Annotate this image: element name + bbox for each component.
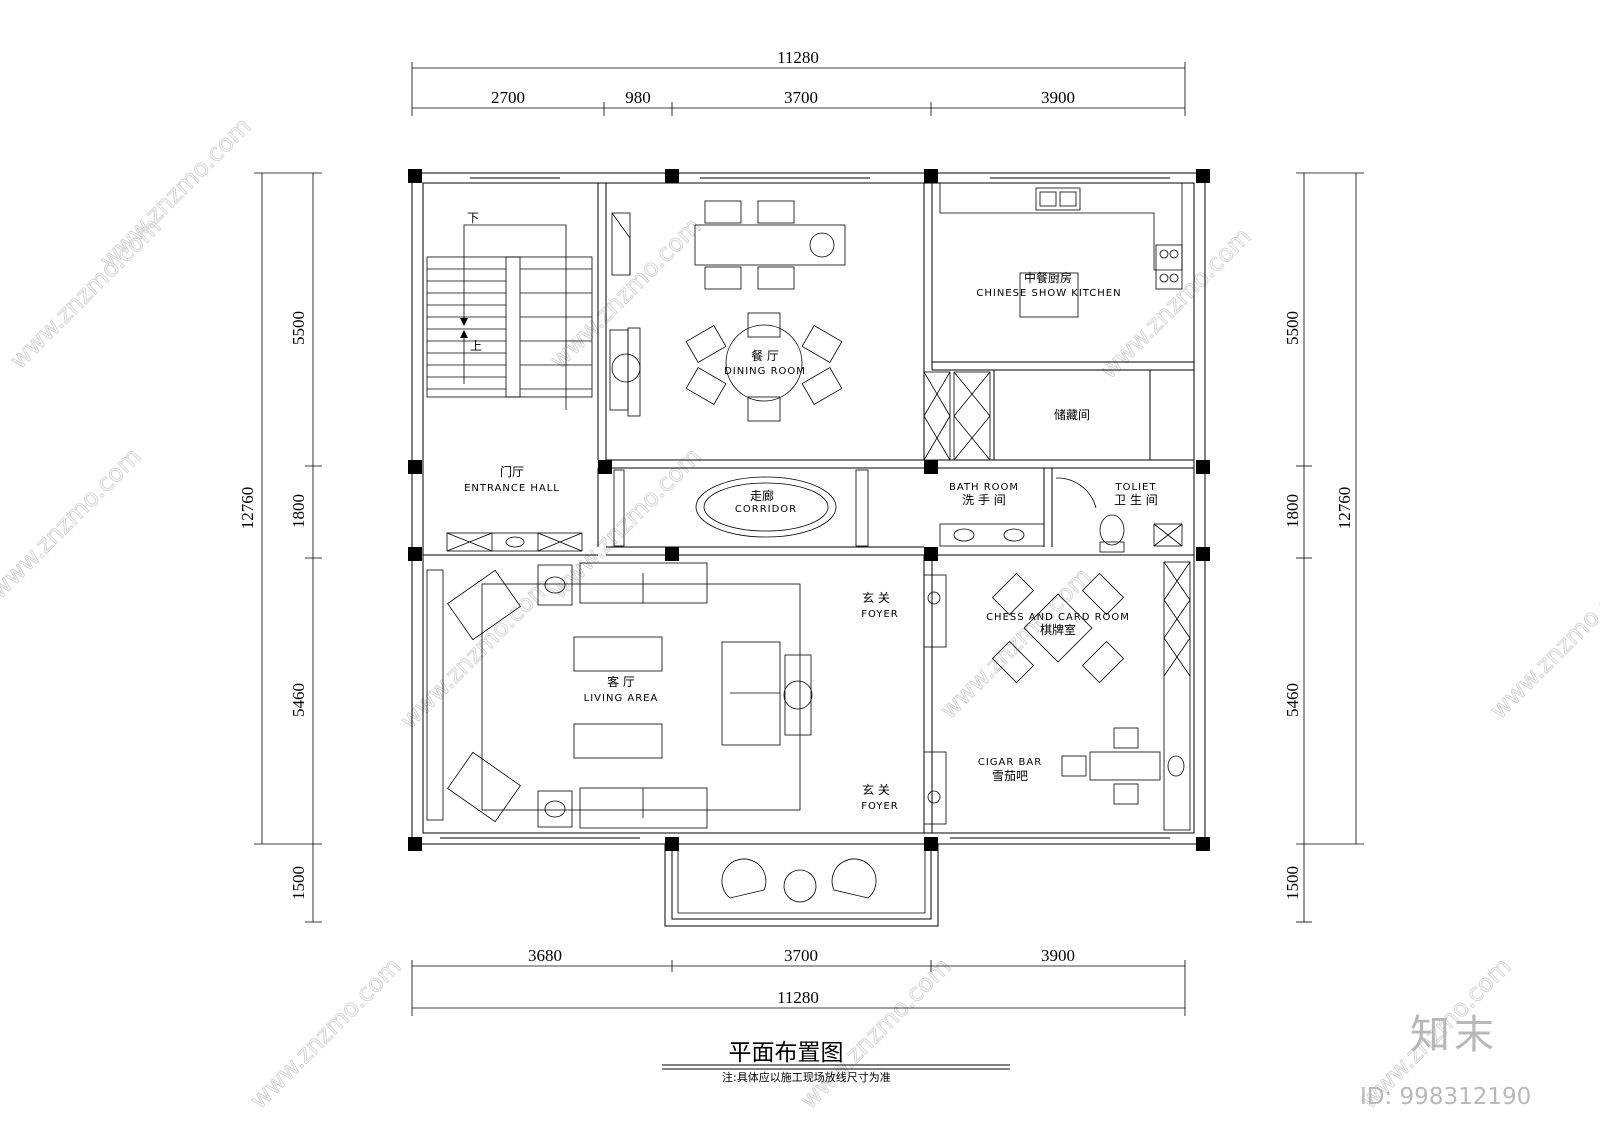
storage-cn: 储藏间: [1054, 407, 1090, 422]
watermark-text: www.znzmo.com: [394, 572, 556, 734]
bath-en: BATH ROOM: [949, 482, 1019, 493]
dim-top-seg: 980: [625, 88, 651, 107]
dim-bottom-seg: 3680: [528, 946, 562, 965]
interior-walls: [423, 183, 1194, 833]
chess-room: CHESS AND CARD ROOM 棋牌室: [986, 561, 1191, 831]
kitchen: 中餐厨房 CHINESE SHOW KITCHEN: [939, 183, 1183, 318]
entrance-hall: 门厅 ENTRANCE HALL: [446, 464, 583, 552]
stair-up-label: 上: [470, 339, 482, 353]
dining-en: DINING ROOM: [724, 366, 806, 377]
storage-room: 储藏间: [923, 371, 1090, 461]
dim-right-total: 12760: [1335, 487, 1354, 530]
foyer-bottom-cn: 玄 关: [862, 782, 890, 797]
corridor-en: CORRIDOR: [735, 504, 797, 515]
dim-bottom-seg: 3700: [784, 946, 818, 965]
staircase: 下 上: [426, 211, 593, 410]
dim-right-seg: 5500: [1283, 311, 1302, 345]
top-dimensions: 11280 2700 980 3700 3900: [411, 48, 1186, 116]
dim-right-seg: 1500: [1283, 866, 1302, 900]
brand-logo: 知末: [1410, 1012, 1498, 1058]
living-cn: 客 厅: [607, 674, 635, 689]
right-dimensions: 5500 1800 5460 1500 12760: [1283, 172, 1364, 923]
watermark-text: www.znzmo.com: [94, 112, 256, 274]
brand-watermark: 知末 ID: 998312190: [1360, 1012, 1531, 1110]
living-en: LIVING AREA: [584, 693, 659, 704]
entrance-en: ENTRANCE HALL: [464, 483, 560, 494]
stair-down-label: 下: [467, 211, 479, 225]
dim-left-seg: 1800: [289, 494, 308, 528]
dim-top-seg: 2700: [491, 88, 525, 107]
kitchen-cn: 中餐厨房: [1024, 270, 1072, 285]
entrance-cn: 门厅: [500, 464, 524, 479]
living-area: 客 厅 LIVING AREA 玄 关 FOYER 玄 关 FOYER: [426, 562, 947, 829]
dim-bottom-seg: 3900: [1041, 946, 1075, 965]
dim-left-seg: 5500: [289, 311, 308, 345]
title-block: 平面布置图 注:具体应以施工现场放线尺寸为准: [662, 1040, 1010, 1084]
watermark-text: www.znzmo.com: [794, 952, 956, 1114]
cigar-bar: CIGAR BAR 雪茄吧: [978, 727, 1185, 805]
image-id: ID: 998312190: [1360, 1084, 1531, 1110]
dim-left-seg: 1500: [289, 866, 308, 900]
watermark-text: www.znzmo.com: [934, 562, 1096, 724]
dim-top-total: 11280: [777, 48, 819, 67]
dim-left-seg: 5460: [289, 683, 308, 717]
foyer-top-cn: 玄 关: [862, 590, 890, 605]
dining-room: 餐 厅 DINING ROOM: [609, 200, 846, 422]
toilet-en: TOLIET: [1115, 482, 1157, 493]
drawing-note: 注:具体应以施工现场放线尺寸为准: [722, 1070, 891, 1084]
dim-top-seg: 3700: [784, 88, 818, 107]
kitchen-en: CHINESE SHOW KITCHEN: [976, 288, 1121, 299]
dim-right-seg: 1800: [1283, 494, 1302, 528]
bath-room: BATH ROOM 洗 手 间 TOLIET 卫 生 间: [939, 477, 1183, 553]
dim-top-seg: 3900: [1041, 88, 1075, 107]
chess-en: CHESS AND CARD ROOM: [986, 612, 1130, 623]
left-dimensions: 5500 1800 5460 1500 12760: [238, 172, 322, 923]
bath-cn: 洗 手 间: [962, 493, 1006, 507]
bottom-dimensions: 3680 3700 3900 11280: [411, 946, 1186, 1016]
foyer-bottom-en: FOYER: [861, 801, 898, 812]
watermark-text: www.znzmo.com: [1484, 562, 1600, 724]
corridor: 走廊 CORRIDOR: [613, 469, 869, 547]
dining-cn: 餐 厅: [751, 348, 779, 363]
structural-columns: [408, 169, 1210, 851]
watermark-text: www.znzmo.com: [544, 442, 706, 604]
porch: [664, 844, 939, 927]
dim-left-total: 12760: [238, 487, 257, 530]
watermark-text: www.znzmo.com: [0, 442, 147, 604]
watermark-text: www.znzmo.com: [1094, 222, 1256, 384]
cigar-en: CIGAR BAR: [978, 757, 1042, 768]
dim-right-seg: 5460: [1283, 683, 1302, 717]
cigar-cn: 雪茄吧: [992, 769, 1028, 783]
dim-bottom-total: 11280: [777, 988, 819, 1007]
watermark-text: www.znzmo.com: [244, 952, 406, 1114]
chess-cn: 棋牌室: [1040, 622, 1076, 637]
drawing-title: 平面布置图: [729, 1040, 844, 1066]
exterior-walls: [411, 172, 1206, 845]
foyer-top-en: FOYER: [861, 609, 898, 620]
corridor-cn: 走廊: [750, 488, 774, 503]
toilet-cn: 卫 生 间: [1114, 493, 1158, 507]
